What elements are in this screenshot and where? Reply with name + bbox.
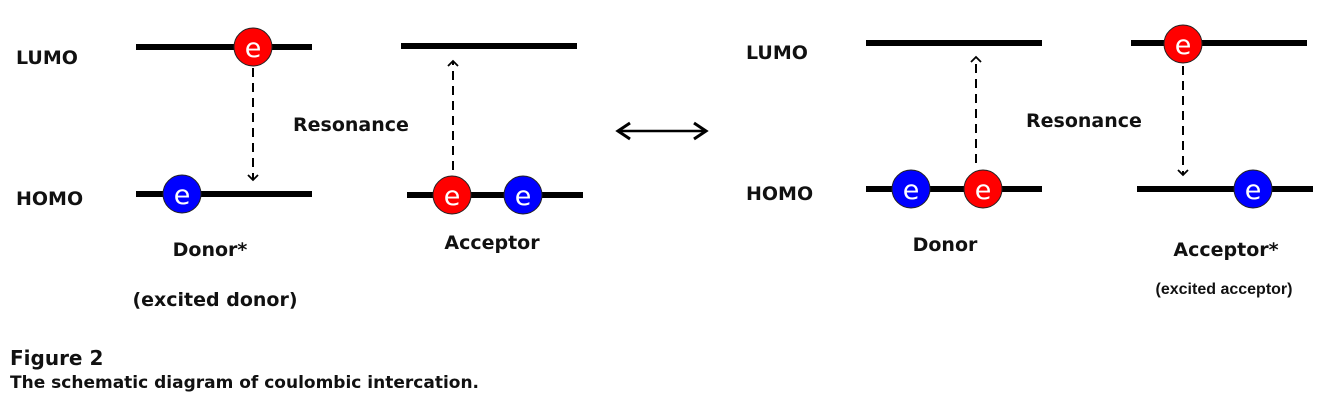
donor-label: Donor — [913, 234, 978, 256]
electron-blue: e — [1233, 169, 1273, 209]
resonance-label-right: Resonance — [1026, 110, 1142, 132]
lumo-label-right: LUMO — [746, 42, 808, 64]
acceptor-excited-label: Acceptor* — [1173, 239, 1278, 261]
svg-text:e: e — [174, 180, 191, 211]
donor-excited-sublabel: (excited donor) — [132, 289, 297, 311]
homo-label-left: HOMO — [16, 188, 83, 210]
electron-red: e — [963, 169, 1003, 209]
electron-blue: e — [162, 174, 202, 214]
svg-text:e: e — [515, 181, 532, 212]
acceptor-label: Acceptor — [444, 232, 540, 254]
svg-text:e: e — [975, 175, 992, 206]
electron-red: e — [432, 175, 472, 215]
acceptor-excited-sublabel: (excited acceptor) — [1156, 281, 1293, 298]
svg-text:e: e — [1245, 175, 1262, 206]
figure-caption: The schematic diagram of coulombic inter… — [10, 373, 480, 393]
resonance-label-left: Resonance — [293, 114, 409, 136]
electron-blue: e — [891, 169, 931, 209]
svg-text:e: e — [1175, 30, 1192, 61]
lumo-label-left: LUMO — [16, 47, 78, 69]
donor-excited-label: Donor* — [173, 239, 248, 261]
electron-red: e — [233, 27, 273, 67]
svg-text:e: e — [903, 175, 920, 206]
electron-blue: e — [503, 175, 543, 215]
coulombic-interaction-diagram: LUMO HOMO e e Donor* (excited donor) Res… — [16, 24, 1313, 311]
resonance-double-arrow-icon — [615, 121, 709, 141]
svg-text:e: e — [444, 181, 461, 212]
homo-label-right: HOMO — [746, 183, 813, 205]
svg-text:e: e — [245, 33, 262, 64]
figure-title: Figure 2 — [10, 346, 104, 370]
electron-red: e — [1163, 24, 1203, 64]
